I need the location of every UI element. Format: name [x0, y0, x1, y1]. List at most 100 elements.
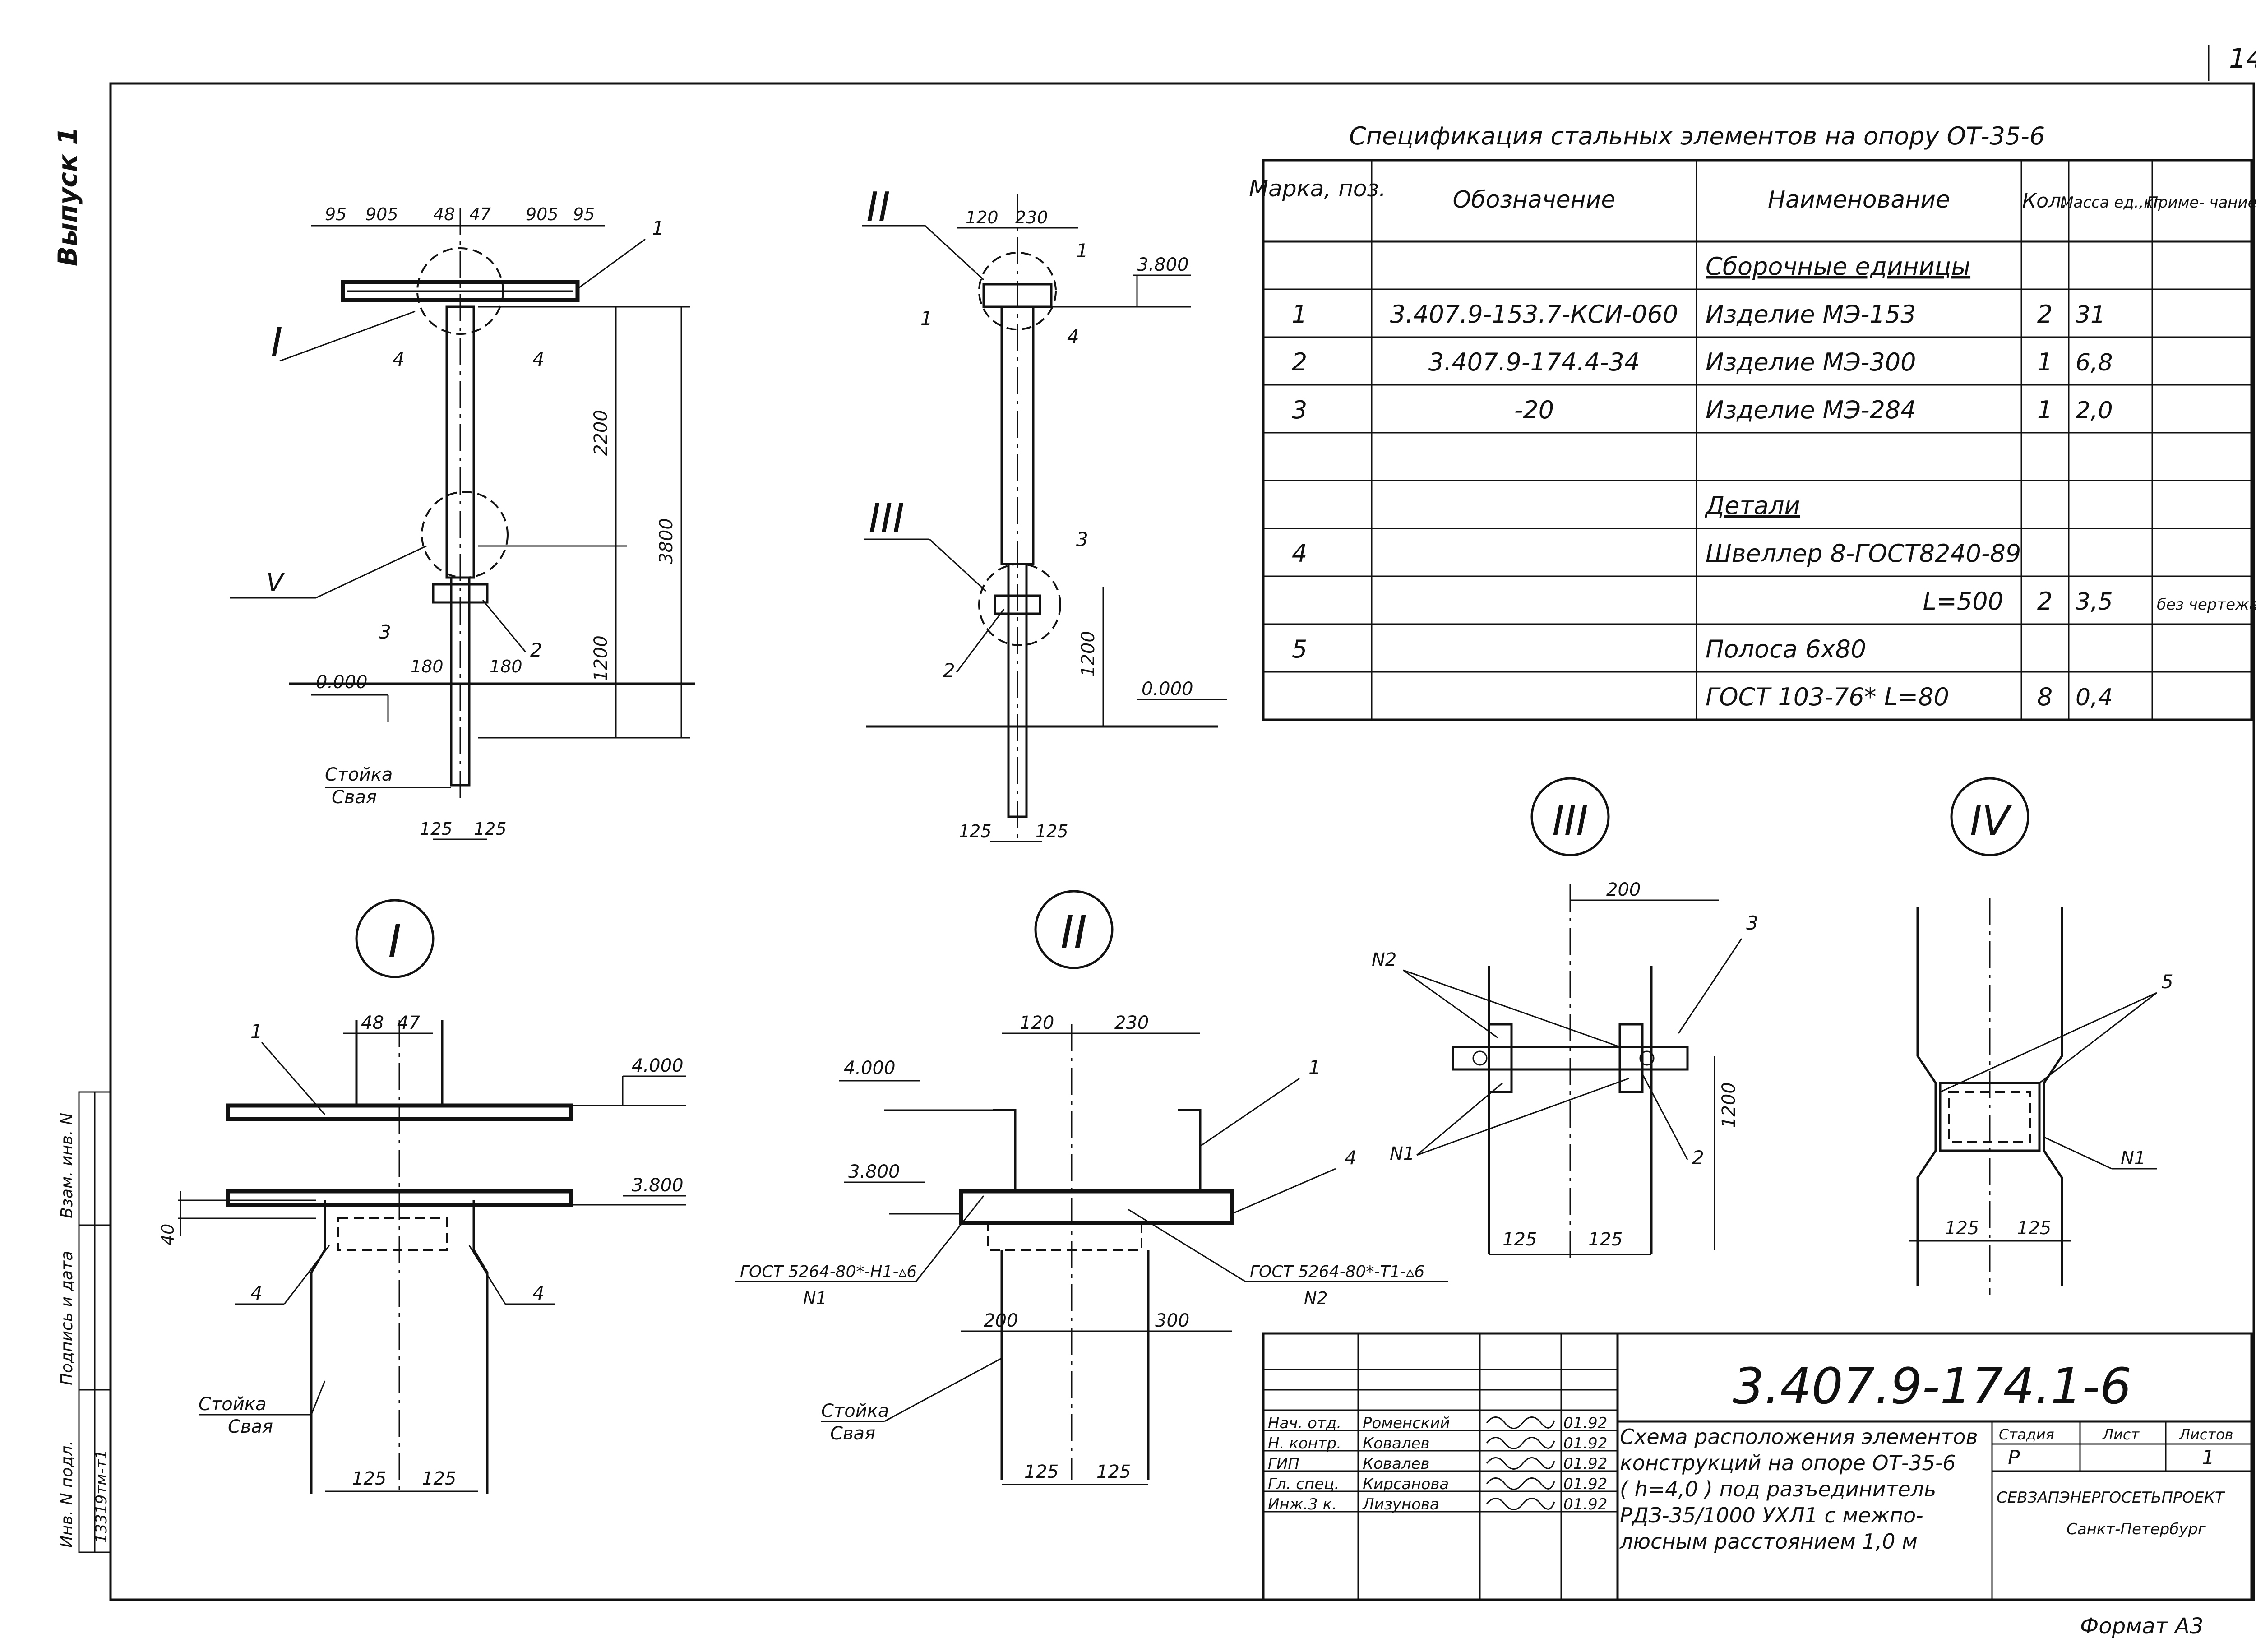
level-mark: 4.000 [844, 1058, 896, 1078]
spec-header-cell: Наименование [1768, 186, 1950, 213]
detail-circle-I [416, 247, 504, 335]
detail-IV: IV 5 N1 125 125 [1909, 777, 2173, 1295]
channel-bolts [337, 1217, 448, 1251]
signature-scribble [1486, 1477, 1555, 1490]
elevation-main: 95 905 48 47 905 95 2200 3800 1200 0.000… [230, 204, 695, 840]
mark: 2 [530, 639, 542, 661]
title-cell: Кирсанова [1363, 1475, 1449, 1493]
strip-box [1939, 1082, 2041, 1152]
mark: 1 [1076, 240, 1088, 262]
dim-text: 1200 [591, 635, 611, 681]
weld-label: N1 [803, 1288, 827, 1308]
spec-cell: ГОСТ 103-76* L=80 [1706, 683, 1949, 711]
mark-leader [1231, 1168, 1336, 1215]
spec-cell: 1 [2037, 396, 2053, 424]
mark: 1 [250, 1020, 263, 1042]
format-label: Формат А3 [2080, 1614, 2203, 1639]
dim-text: 300 [1155, 1310, 1189, 1331]
spec-cell: Полоса 6х80 [1706, 635, 1866, 663]
spec-cell: -20 [1514, 396, 1554, 424]
spec-cell: Детали [1705, 491, 1800, 520]
callout-I: I [271, 319, 283, 366]
detail-badge [1530, 777, 1610, 856]
detail-roman: I [388, 915, 402, 967]
specification-table: Спецификация стальных элементов на опору… [1249, 122, 2256, 721]
level-mark: 3.800 [1137, 255, 1189, 275]
mark: 3 [379, 621, 391, 643]
bolt [1472, 1050, 1488, 1066]
dim-text: 180 [490, 657, 522, 676]
spec-cell: 3 [1292, 396, 1307, 424]
mark-leader [1641, 1074, 1688, 1160]
bolt [1639, 1050, 1655, 1066]
side-stamp: Взам. инв. N Подпись и дата Инв. N подл.… [58, 1091, 111, 1553]
mark-leader [956, 609, 1005, 673]
dim-text: 125 [1502, 1229, 1537, 1250]
sheet-label: Лист [2102, 1426, 2140, 1443]
mark: 4 [1067, 325, 1079, 347]
dim-text: 905 [526, 204, 559, 224]
drawing-frame [109, 82, 2255, 1601]
dim-text: 125 [1588, 1229, 1623, 1250]
base-plate [959, 1189, 1234, 1225]
dim-text: 48 [361, 1013, 384, 1033]
post-label: Стойка [821, 1401, 889, 1421]
side-stamp-cell: Подпись и дата [58, 1251, 76, 1385]
spec-header-cell: Масса ед.,кг [2060, 194, 2162, 212]
detail-roman: IV [1970, 797, 2012, 845]
weld-leader [1403, 969, 1620, 1048]
title-cell: 01.92 [1563, 1455, 1607, 1473]
detail-badge [1950, 777, 2029, 856]
mark: 4 [393, 348, 405, 370]
callout-leader [924, 225, 985, 281]
mark: 1 [1308, 1056, 1321, 1078]
weld-label: N2 [1372, 949, 1396, 970]
spec-cell: L=500 [1923, 587, 2003, 615]
post-leader [310, 1380, 326, 1415]
dim-text: 125 [959, 821, 992, 841]
bolt-box [1488, 1023, 1513, 1093]
post-label: Свая [830, 1423, 875, 1444]
dim-text: 125 [352, 1468, 386, 1489]
bolt-box [1618, 1023, 1644, 1093]
channels [993, 1109, 1202, 1191]
mark-leader [468, 1245, 506, 1305]
weld-leader [1416, 1078, 1629, 1156]
description-line: конструкций на опоре ОТ-35-6 [1620, 1451, 1956, 1475]
post-outline [1916, 907, 2063, 1286]
callout-V: V [266, 568, 285, 597]
spec-cell: 2 [2037, 587, 2053, 615]
strip-inner [1948, 1091, 2031, 1143]
dim-text: 180 [411, 657, 444, 676]
mark: 4 [532, 1282, 545, 1304]
spec-cell: 5 [1292, 635, 1307, 663]
mark: 3 [1076, 528, 1088, 551]
detail-circle-II [978, 252, 1057, 330]
dim-text: 120 [1020, 1013, 1054, 1033]
drawing-code: 3.407.9-174.1-6 [1733, 1357, 2131, 1415]
spec-cell: 1 [2037, 348, 2053, 376]
dim-text: 125 [1024, 1462, 1059, 1482]
dim-text: 120 [966, 208, 999, 227]
dim-text: 200 [984, 1310, 1018, 1331]
stage-label: Стадия [1999, 1426, 2054, 1443]
dim-text: 125 [420, 819, 453, 839]
spec-cell: 4 [1292, 539, 1307, 568]
signature-scribble [1486, 1457, 1555, 1470]
dim-text: 1200 [1719, 1082, 1739, 1128]
weld-leader [2043, 1136, 2112, 1170]
weld-note: ГОСТ 5264-80*-Т1-▵6 [1250, 1263, 1424, 1281]
mark: 4 [250, 1282, 263, 1304]
title-cell: Инж.3 к. [1268, 1495, 1337, 1513]
detail-badge [355, 899, 435, 978]
spec-cell: 1 [1292, 300, 1307, 329]
description-line: Схема расположения элементов [1620, 1425, 1978, 1449]
mark-leader [482, 600, 527, 652]
description-line: ( h=4,0 ) под разъединитель [1620, 1477, 1936, 1501]
spec-cell: без чертежа [2157, 596, 2256, 614]
sheets-value: 1 [2202, 1446, 2214, 1469]
level-mark: 0.000 [316, 672, 368, 693]
callout-leader [315, 545, 427, 599]
